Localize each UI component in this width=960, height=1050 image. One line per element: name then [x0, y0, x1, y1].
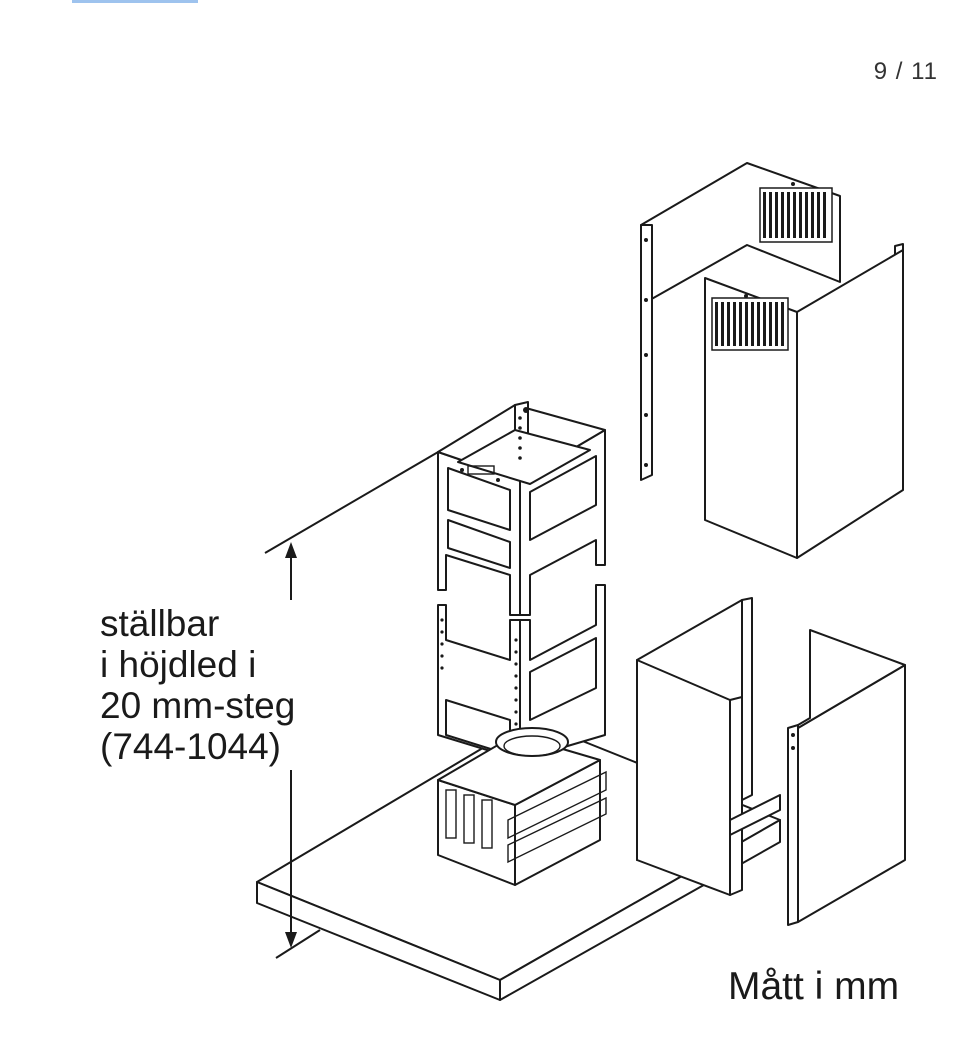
arrow-down-icon: [285, 932, 297, 948]
page-number: 9 / 11: [873, 58, 938, 85]
adjustment-note: ställbar i höjdled i 20 mm-steg (744-104…: [100, 603, 295, 767]
arrow-up-icon: [285, 542, 297, 558]
adjustment-note-line: 20 mm-steg: [100, 685, 296, 726]
upper-chimney-back: [640, 162, 904, 481]
adjustment-note-line: (744-1044): [100, 726, 282, 767]
mounting-frame: [437, 401, 607, 886]
lower-chimney: [636, 597, 906, 926]
adjustment-note-line: i höjdled i: [100, 644, 257, 685]
height-dimension: [264, 447, 446, 959]
upper-chimney-front: [704, 249, 904, 559]
top-tab-indicator: [72, 0, 198, 3]
adjustment-note-line: ställbar: [100, 603, 220, 644]
units-note: Mått i mm: [728, 965, 900, 1008]
